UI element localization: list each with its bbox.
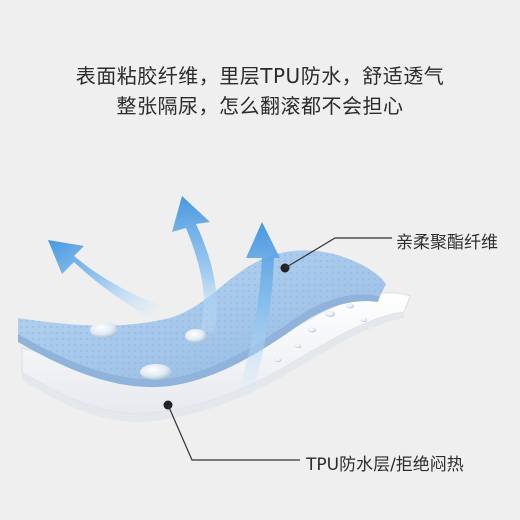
water-droplet-icon <box>90 303 367 380</box>
callout-line-top <box>280 237 392 273</box>
airflow-arrow-icon <box>48 196 280 392</box>
callout-line-bottom <box>163 400 300 461</box>
headline-line-2: 整张隔尿，怎么翻滚都不会担心 <box>116 94 404 118</box>
callout-label-tpu: TPU防水层/拒绝闷热 <box>306 455 464 475</box>
callout-label-polyester: 亲柔聚酯纤维 <box>396 233 498 253</box>
headline-line-1: 表面粘胶纤维，里层TPU防水，舒适透气 <box>75 64 445 88</box>
